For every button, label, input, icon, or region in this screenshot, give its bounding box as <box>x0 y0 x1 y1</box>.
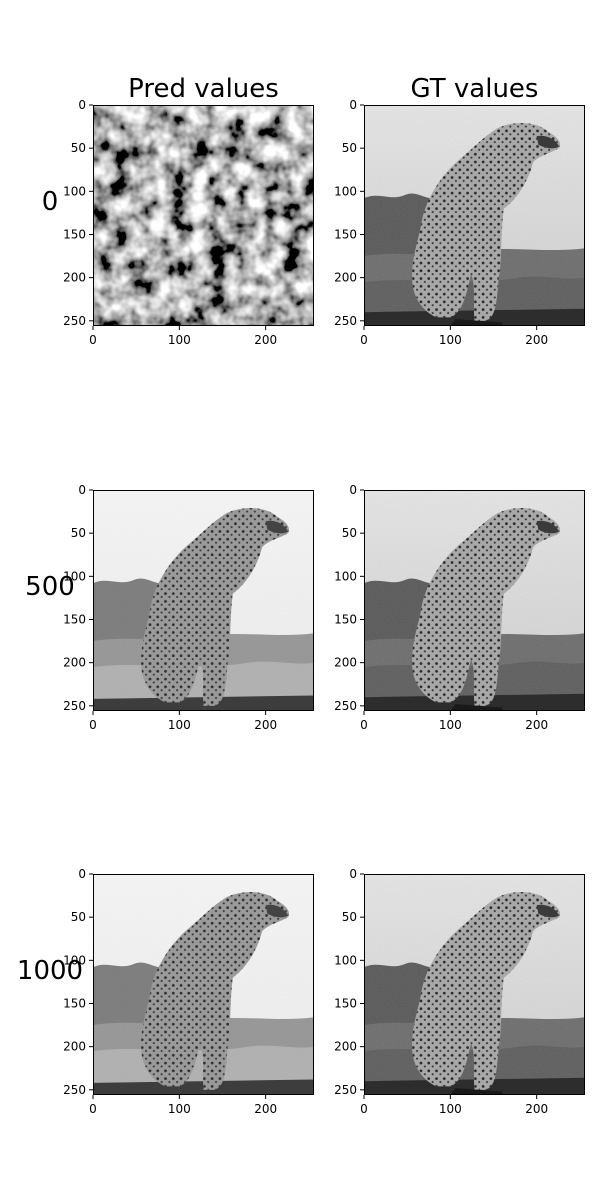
row-label-1: 500 <box>25 572 75 602</box>
x-tick-label: 100 <box>168 1102 191 1116</box>
x-tick-label: 200 <box>254 718 277 732</box>
x-tick-label: 0 <box>89 1102 97 1116</box>
y-tick-label: 0 <box>78 98 86 112</box>
row-label-2: 1000 <box>17 956 83 986</box>
x-tick-label: 0 <box>360 333 368 347</box>
y-tick-label: 200 <box>334 271 357 285</box>
x-tick-label: 200 <box>254 333 277 347</box>
x-tick-label: 100 <box>439 1102 462 1116</box>
panel-image <box>93 874 314 1095</box>
image-panel-r1-c1: 0 100 200 0 50 100 150 200 250 <box>334 483 585 732</box>
y-tick-label: 150 <box>63 612 86 626</box>
y-tick-label: 200 <box>63 271 86 285</box>
y-tick-label: 250 <box>63 314 86 328</box>
x-tick-label: 100 <box>439 333 462 347</box>
y-tick-label: 0 <box>78 483 86 497</box>
panel-image <box>364 490 585 711</box>
x-tick-label: 100 <box>439 718 462 732</box>
y-tick-label: 150 <box>334 996 357 1010</box>
x-tick-label: 200 <box>525 333 548 347</box>
y-tick-label: 100 <box>63 569 86 583</box>
panel-image <box>93 490 314 711</box>
image-panel-r0-c0: 0 100 200 0 50 100 150 200 250 <box>63 98 314 347</box>
axes-frame <box>93 105 314 326</box>
x-tick-label: 200 <box>525 1102 548 1116</box>
y-tick-label: 150 <box>334 612 357 626</box>
y-tick-label: 250 <box>334 314 357 328</box>
y-tick-label: 250 <box>334 699 357 713</box>
y-tick-label: 150 <box>63 227 86 241</box>
axes-frame <box>364 105 585 326</box>
y-tick-label: 0 <box>349 483 357 497</box>
y-tick-label: 100 <box>63 184 86 198</box>
panel-image <box>364 105 585 326</box>
y-tick-label: 200 <box>334 656 357 670</box>
image-panel-r2-c0: 0 100 200 0 50 100 150 200 250 <box>63 867 314 1116</box>
y-tick-label: 50 <box>342 910 357 924</box>
y-tick-label: 100 <box>63 953 86 967</box>
panel-image <box>364 874 585 1095</box>
y-tick-label: 200 <box>63 1040 86 1054</box>
y-tick-label: 250 <box>63 1083 86 1097</box>
axes-frame <box>364 490 585 711</box>
x-tick-label: 100 <box>168 718 191 732</box>
y-tick-label: 50 <box>342 526 357 540</box>
image-panel-r1-c0: 0 100 200 0 50 100 150 200 250 <box>63 483 314 732</box>
x-tick-label: 0 <box>360 1102 368 1116</box>
x-tick-label: 100 <box>168 333 191 347</box>
y-tick-label: 50 <box>71 141 86 155</box>
x-tick-label: 200 <box>254 1102 277 1116</box>
axes-frame <box>364 874 585 1095</box>
column-title-0: Pred values <box>128 74 279 104</box>
y-tick-label: 0 <box>349 867 357 881</box>
panel-image <box>93 105 314 326</box>
x-tick-label: 200 <box>525 718 548 732</box>
x-tick-label: 0 <box>360 718 368 732</box>
y-tick-label: 150 <box>63 996 86 1010</box>
y-tick-label: 50 <box>71 910 86 924</box>
y-tick-label: 200 <box>334 1040 357 1054</box>
y-tick-label: 100 <box>334 953 357 967</box>
axes-frame <box>93 874 314 1095</box>
y-tick-label: 150 <box>334 227 357 241</box>
x-tick-label: 0 <box>89 718 97 732</box>
row-label-0: 0 <box>42 187 59 217</box>
y-tick-label: 0 <box>78 867 86 881</box>
column-title-1: GT values <box>411 74 539 104</box>
y-tick-label: 50 <box>342 141 357 155</box>
y-tick-label: 100 <box>334 184 357 198</box>
axes-frame <box>93 490 314 711</box>
y-tick-label: 50 <box>71 526 86 540</box>
y-tick-label: 250 <box>334 1083 357 1097</box>
image-panel-r2-c1: 0 100 200 0 50 100 150 200 250 <box>334 867 585 1116</box>
y-tick-label: 200 <box>63 656 86 670</box>
x-tick-label: 0 <box>89 333 97 347</box>
image-panel-r0-c1: 0 100 200 0 50 100 150 200 250 <box>334 98 585 347</box>
y-tick-label: 250 <box>63 699 86 713</box>
y-tick-label: 100 <box>334 569 357 583</box>
y-tick-label: 0 <box>349 98 357 112</box>
